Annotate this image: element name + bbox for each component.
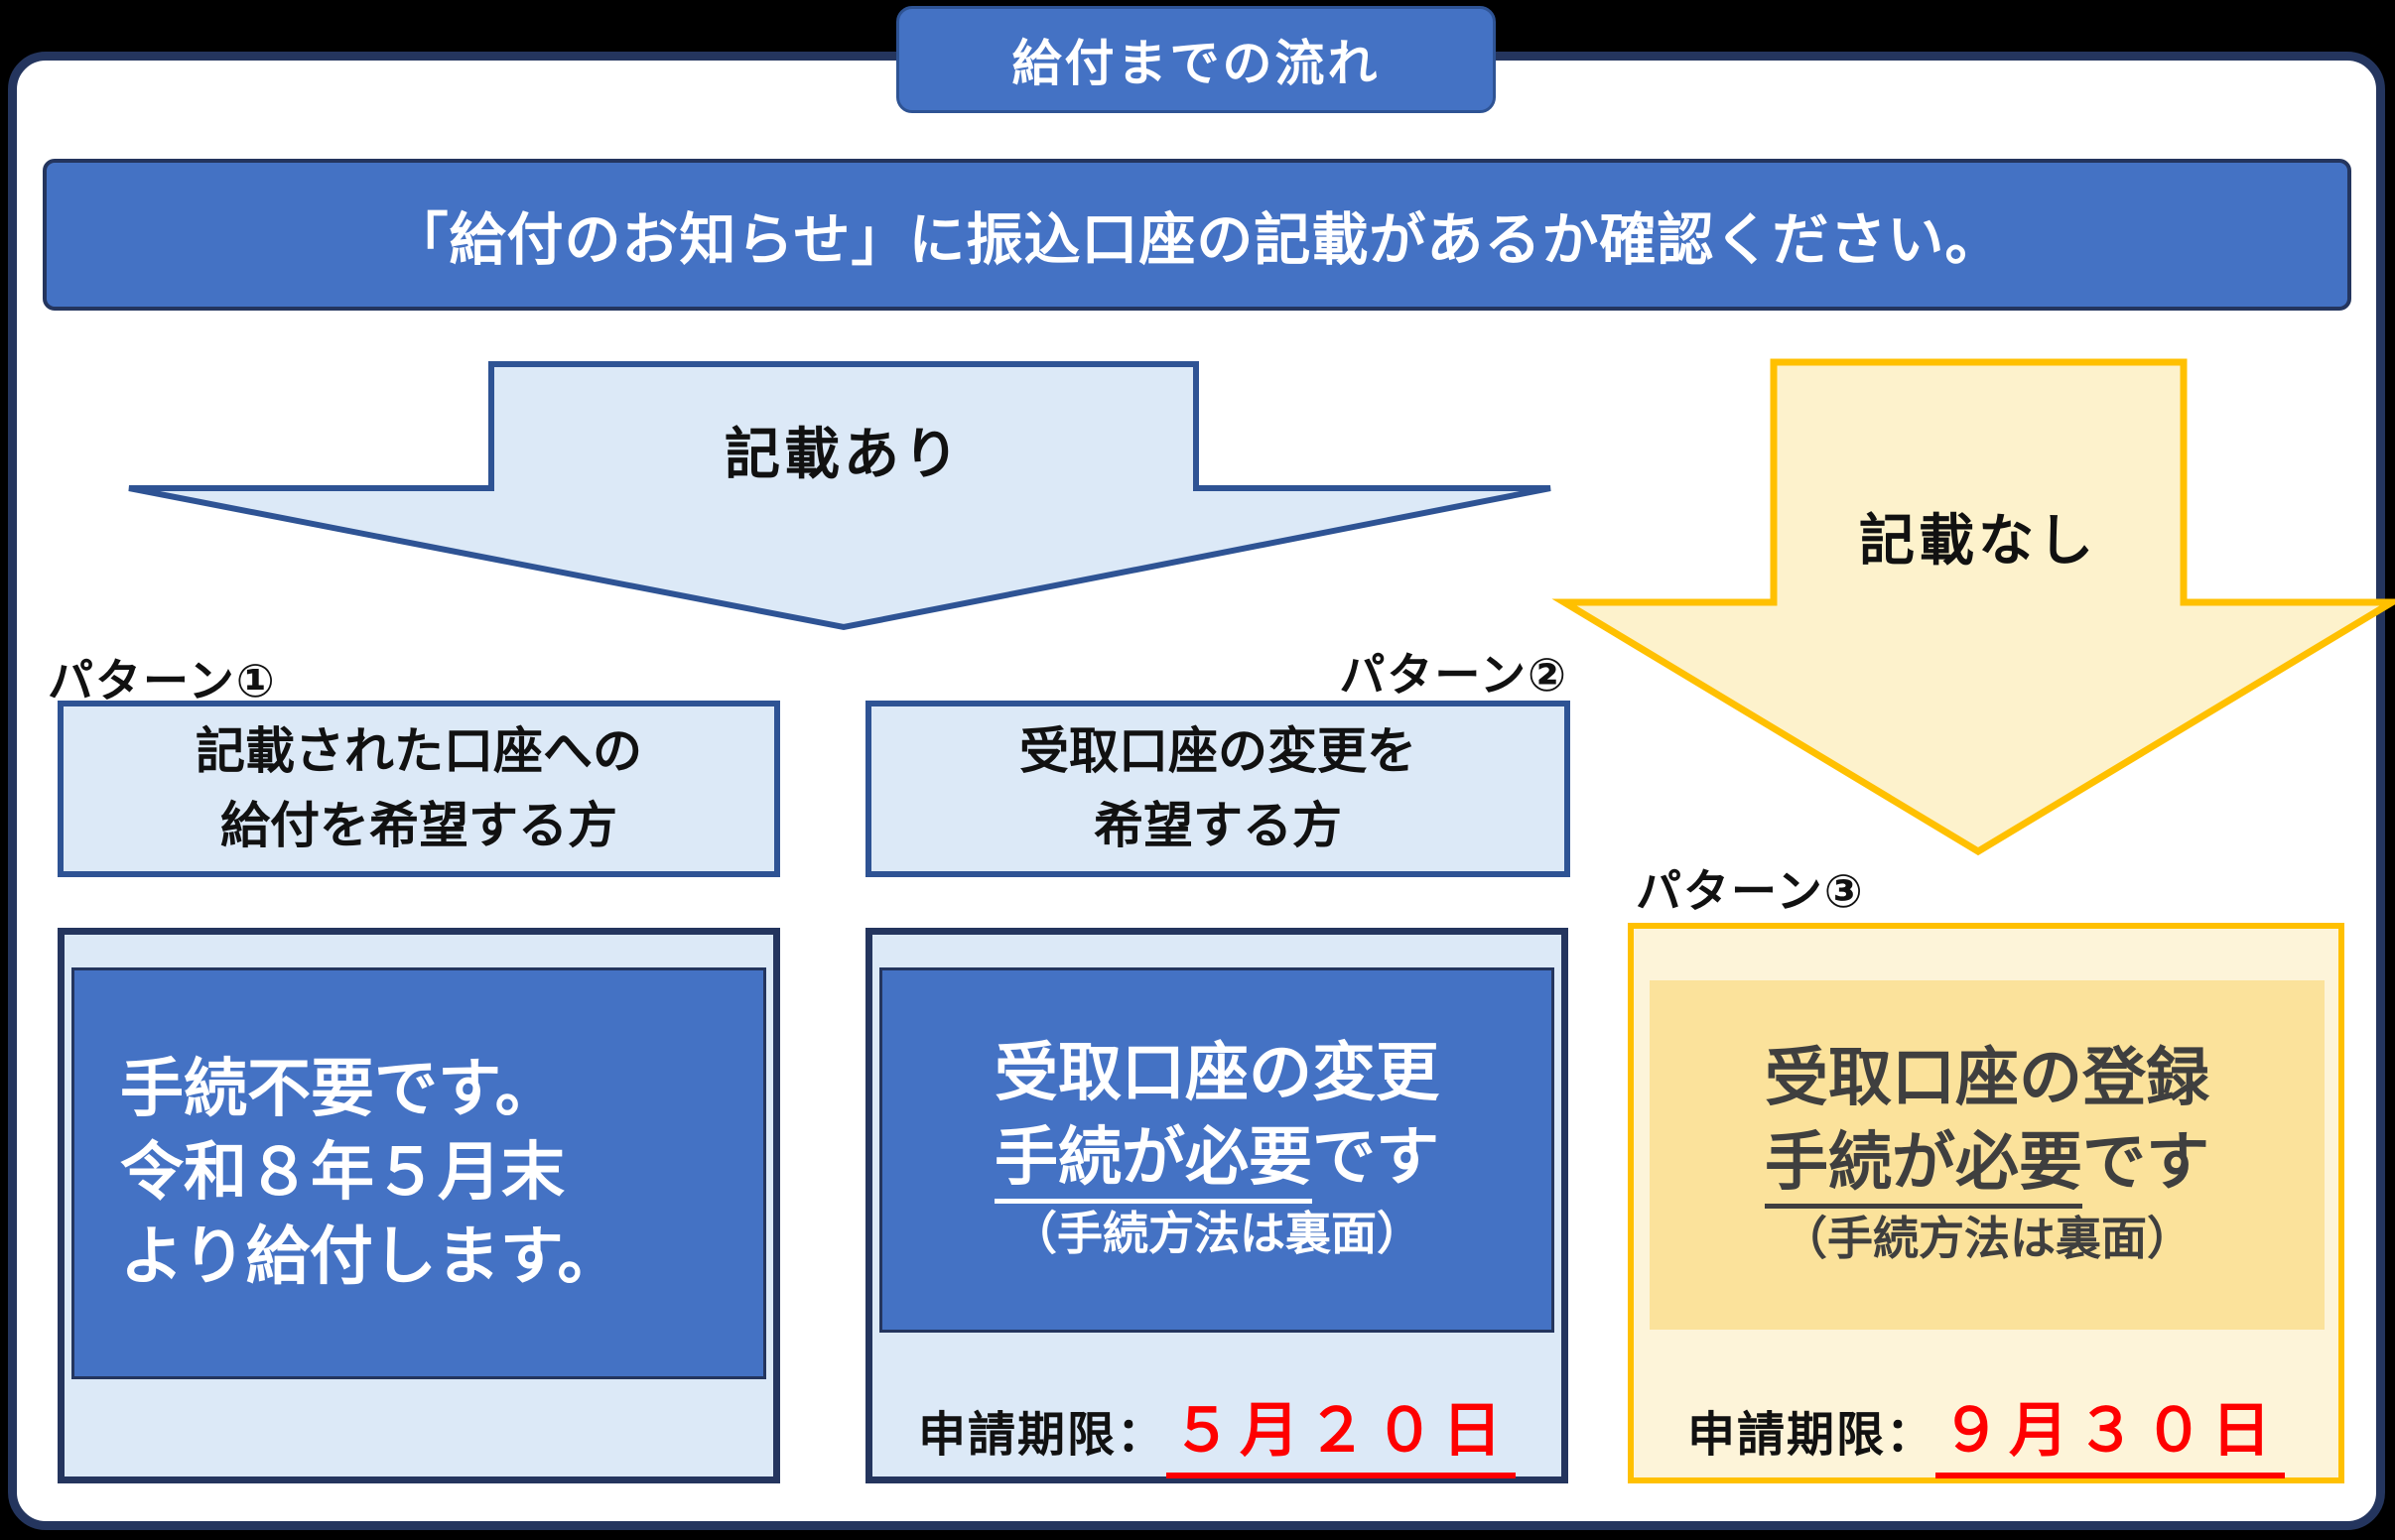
pattern1-result-line2: 令和８年５月末	[120, 1136, 565, 1211]
pattern3-result-note: （手続方法は裏面）	[1782, 1211, 2193, 1265]
pattern2-label: パターン②	[1339, 648, 1568, 702]
pattern2-result-line1: 受取口座の変更	[995, 1037, 1439, 1111]
pattern2-deadline: 申請期限： ５月２０日	[865, 1387, 1568, 1478]
pattern2-deadline-label: 申請期限：	[917, 1407, 1166, 1463]
pattern2-condition-line2: 希望する方	[1094, 797, 1342, 854]
pattern1-label: パターン①	[48, 654, 277, 707]
pattern3-label: パターン③	[1636, 864, 1865, 918]
pattern1-condition-line2: 給付を希望する方	[220, 797, 617, 854]
page-title: 給付までの流れ	[1011, 35, 1381, 92]
pattern3-deadline-label: 申請期限：	[1686, 1407, 1935, 1463]
branch-label-listed-text: 記載あり	[725, 422, 963, 487]
pattern2-condition-line1: 受取口座の変更を	[1019, 722, 1416, 780]
header-instruction-bar: 「給付のお知らせ」に振込口座の記載があるか確認ください。	[43, 159, 2351, 311]
pattern3-result-line2: 手続が必要です	[1765, 1121, 2209, 1209]
pattern2-condition-box: 受取口座の変更を 希望する方	[865, 701, 1570, 877]
pattern1-condition-box: 記載された口座への 給付を希望する方	[58, 701, 780, 877]
pattern1-condition-line1: 記載された口座への	[196, 722, 642, 780]
pattern3-deadline: 申請期限： ９月３０日	[1628, 1387, 2344, 1478]
pattern2-deadline-value: ５月２０日	[1166, 1382, 1516, 1478]
header-instruction-text: 「給付のお知らせ」に振込口座の記載があるか確認ください。	[391, 206, 2003, 273]
title-banner: 給付までの流れ	[896, 6, 1496, 113]
branch-label-not-listed-text: 記載なし	[1859, 508, 2097, 574]
pattern2-result-line2-rest: です	[1312, 1120, 1439, 1195]
pattern1-result-line3: より給付します。	[120, 1219, 621, 1294]
pattern3-deadline-value: ９月３０日	[1935, 1382, 2285, 1478]
pattern2-result-line2-underlined: 手続が必要	[995, 1120, 1312, 1204]
pattern1-result-line1: 手続不要です。	[120, 1052, 559, 1126]
pattern2-result-note: （手続方法は裏面）	[1011, 1206, 1422, 1260]
pattern3-result-line1: 受取口座の登録	[1765, 1042, 2209, 1116]
branch-label-not-listed: 記載なし	[1730, 501, 2226, 574]
pattern3-result-box: 受取口座の登録 手続が必要です （手続方法は裏面）	[1650, 980, 2325, 1330]
pattern1-result-box: 手続不要です。 令和８年５月末 より給付します。	[71, 967, 766, 1379]
pattern3-result-line2-rest: です	[2082, 1125, 2209, 1200]
pattern2-result-line2: 手続が必要です	[995, 1116, 1439, 1204]
pattern2-result-box: 受取口座の変更 手続が必要です （手続方法は裏面）	[879, 967, 1554, 1333]
branch-label-listed: 記載あり	[596, 415, 1092, 487]
pattern3-result-line2-underlined: 手続が必要	[1765, 1125, 2082, 1209]
